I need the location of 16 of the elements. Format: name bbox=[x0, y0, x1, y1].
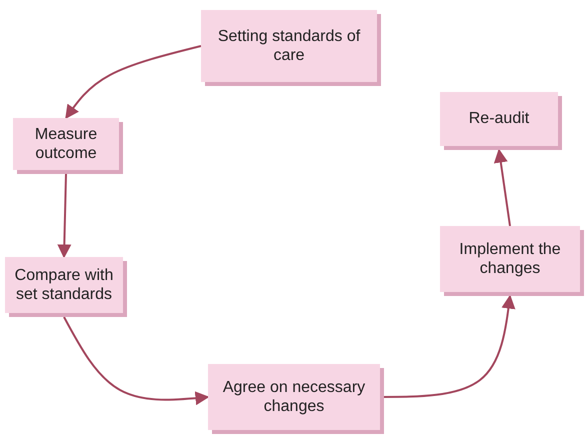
process-box bbox=[201, 10, 377, 82]
process-box bbox=[440, 226, 580, 292]
process-box bbox=[208, 364, 380, 430]
process-box bbox=[440, 92, 558, 146]
process-box bbox=[5, 257, 123, 313]
process-box bbox=[13, 118, 119, 170]
box-label: Setting standards of care bbox=[216, 26, 362, 66]
arrow bbox=[63, 316, 210, 406]
box-label: Agree on necessary changes bbox=[222, 378, 366, 416]
arrow bbox=[494, 148, 511, 226]
box-label: Re-audit bbox=[468, 109, 530, 129]
box-label: Implement the changes bbox=[458, 240, 562, 278]
arrow bbox=[65, 45, 202, 120]
box-label: Compare with set standards bbox=[14, 266, 114, 304]
box-label: Measure outcome bbox=[34, 124, 98, 164]
arrow bbox=[57, 174, 72, 258]
